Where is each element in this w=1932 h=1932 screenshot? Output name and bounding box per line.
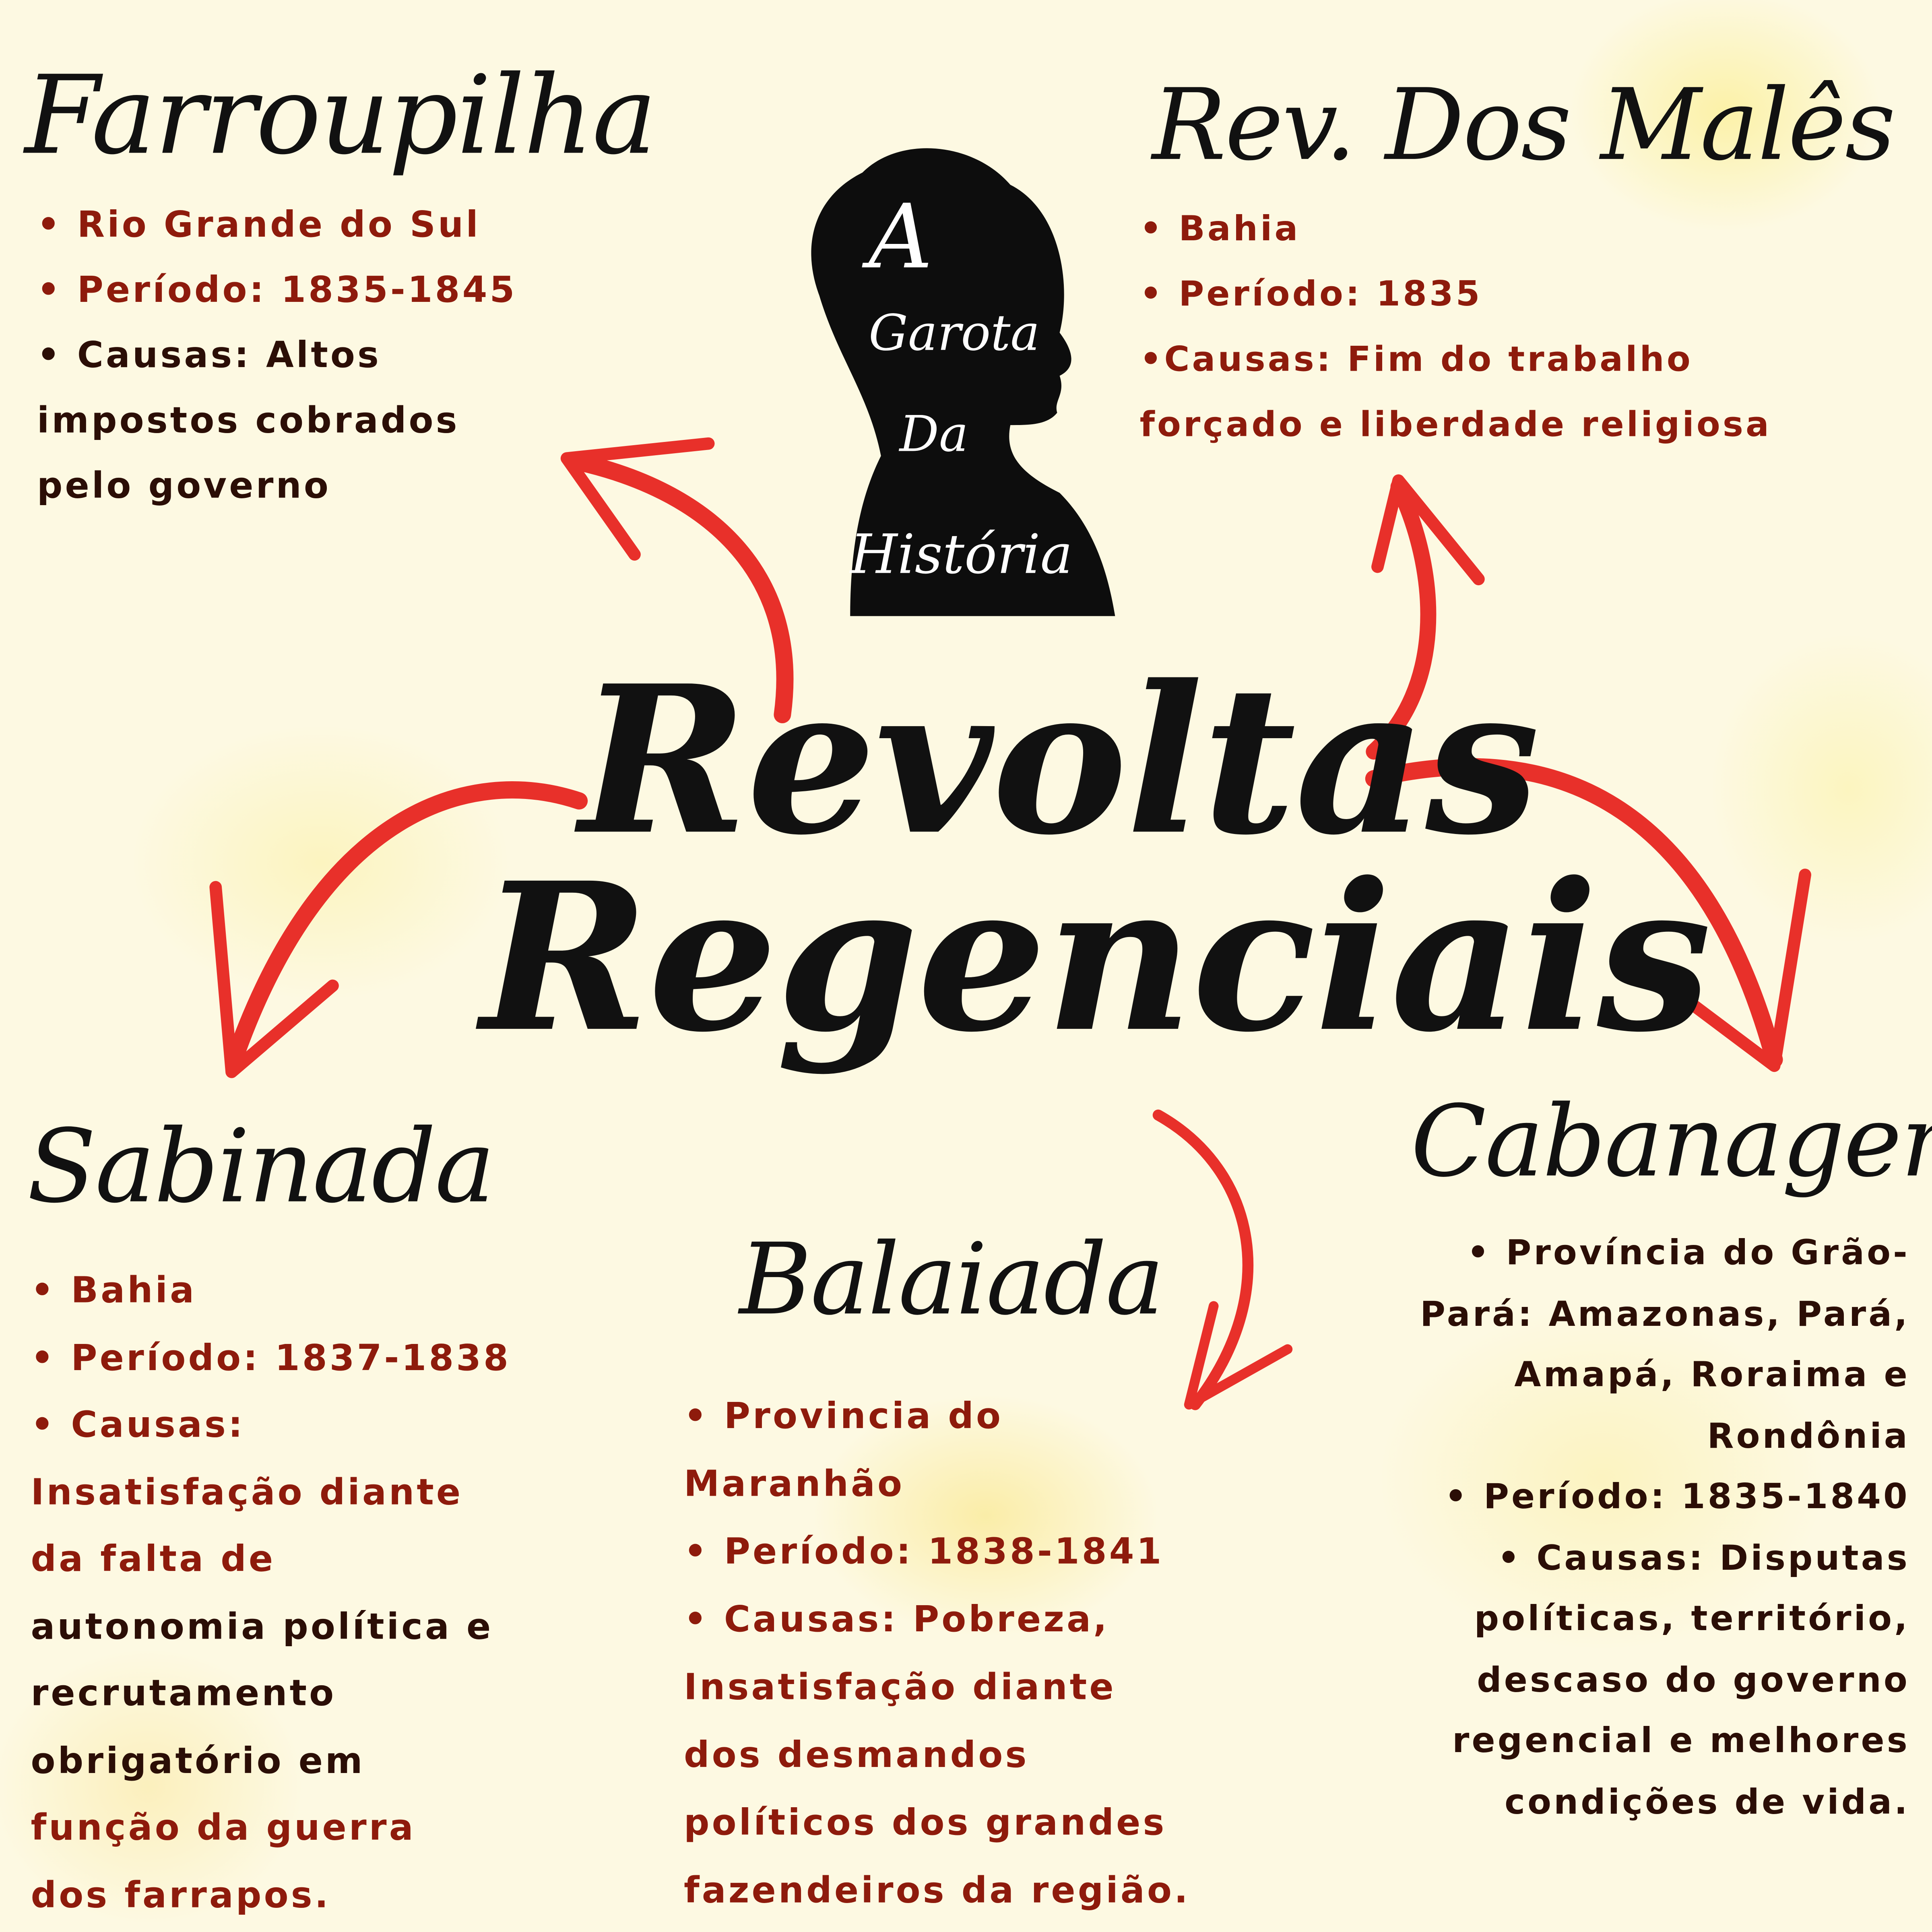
cabanagem-heading: Cabanagem — [1411, 1084, 1932, 1199]
arrow-to-farroupilha-head — [560, 437, 715, 561]
detail-line: • Província do Grão- — [1467, 1232, 1910, 1273]
detail-line: Amapá, Roraima e — [1514, 1354, 1910, 1395]
detail-line: • Causas: — [31, 1403, 245, 1445]
detail-line: dos farrapos. — [31, 1873, 331, 1915]
arrow-to-sabinada — [225, 781, 588, 1069]
balaiada-heading: Balaiada — [739, 1222, 1164, 1337]
detail-line: regencial e melhores — [1452, 1720, 1910, 1761]
detail-line: fazendeiros da região. — [683, 1869, 1190, 1911]
logo-text-da: Da — [899, 407, 968, 464]
detail-line: condições de vida. — [1505, 1781, 1910, 1822]
farroupilha-heading: Farroupilha — [25, 52, 657, 179]
arrow-to-sabinada-head — [209, 881, 339, 1078]
detail-line: •Causas: Fim do trabalho — [1139, 339, 1693, 380]
sabinada-details: • Bahia • Período: 1837-1838 • Causas: I… — [31, 1257, 511, 1928]
detail-line: recrutamento — [31, 1672, 336, 1714]
males-heading: Rev. Dos Malês — [1152, 68, 1896, 183]
arrow-to-males-head — [1371, 474, 1485, 586]
detail-line: • Rio Grande do Sul — [37, 203, 481, 246]
detail-line: função da guerra — [31, 1806, 416, 1848]
detail-line: • Causas: Disputas — [1497, 1537, 1910, 1578]
main-title-line1: Revoltas — [579, 640, 1540, 880]
detail-line: políticos dos grandes — [683, 1801, 1167, 1843]
main-title-line2: Regenciais — [480, 838, 1711, 1077]
detail-line: Insatisfação diante — [683, 1666, 1116, 1708]
arrow-to-males — [1366, 479, 1437, 760]
detail-line: da falta de — [31, 1538, 276, 1580]
males-details: • Bahia • Período: 1835 •Causas: Fim do … — [1140, 196, 1771, 457]
detail-line: • Causas: Pobreza, — [683, 1598, 1109, 1640]
logo-text-historia: História — [850, 524, 1073, 587]
detail-line: • Período: 1837-1838 — [31, 1336, 511, 1378]
balaiada-details: • Provincia do Maranhão • Período: 1838-… — [684, 1383, 1190, 1925]
detail-line: descaso do governo — [1477, 1659, 1910, 1700]
arrow-to-balaiada — [1152, 1109, 1254, 1410]
detail-line: pelo governo — [37, 464, 331, 507]
detail-line: dos desmandos — [683, 1734, 1029, 1776]
detail-line: autonomia política e — [31, 1605, 493, 1647]
detail-line: • Período: 1835-1840 — [1445, 1476, 1910, 1517]
detail-line: Rondônia — [1707, 1415, 1910, 1456]
detail-line: Pará: Amazonas, Pará, — [1420, 1293, 1910, 1334]
farroupilha-details: • Rio Grande do Sul • Período: 1835-1845… — [37, 192, 517, 519]
arrow-to-cabanagem-head — [1645, 869, 1811, 1072]
detail-line: • Provincia do — [683, 1395, 1003, 1437]
detail-line: • Bahia — [31, 1269, 197, 1311]
detail-line: • Período: 1838-1841 — [683, 1530, 1164, 1573]
detail-line: • Causas: Altos — [37, 334, 382, 376]
detail-line: obrigatório em — [31, 1739, 365, 1781]
detail-line: Insatisfação diante — [31, 1470, 463, 1513]
detail-line: forçado e liberdade religiosa — [1139, 404, 1772, 445]
detail-line: impostos cobrados — [37, 399, 460, 441]
arrow-to-balaiada-head — [1184, 1301, 1293, 1410]
detail-line: • Bahia — [1139, 208, 1300, 249]
sabinada-heading: Sabinada — [27, 1109, 495, 1226]
detail-line: Maranhão — [683, 1462, 905, 1505]
logo-text-garota: Garota — [869, 305, 1040, 362]
arrow-to-cabanagem — [1365, 758, 1783, 1069]
detail-line: • Período: 1835 — [1139, 273, 1482, 314]
logo-text-a: A — [869, 185, 933, 289]
detail-line: políticas, território, — [1474, 1598, 1910, 1639]
cabanagem-details: • Província do Grão- Pará: Amazonas, Par… — [1420, 1222, 1910, 1832]
arrow-to-farroupilha — [570, 453, 794, 723]
detail-line: • Período: 1835-1845 — [37, 268, 517, 311]
